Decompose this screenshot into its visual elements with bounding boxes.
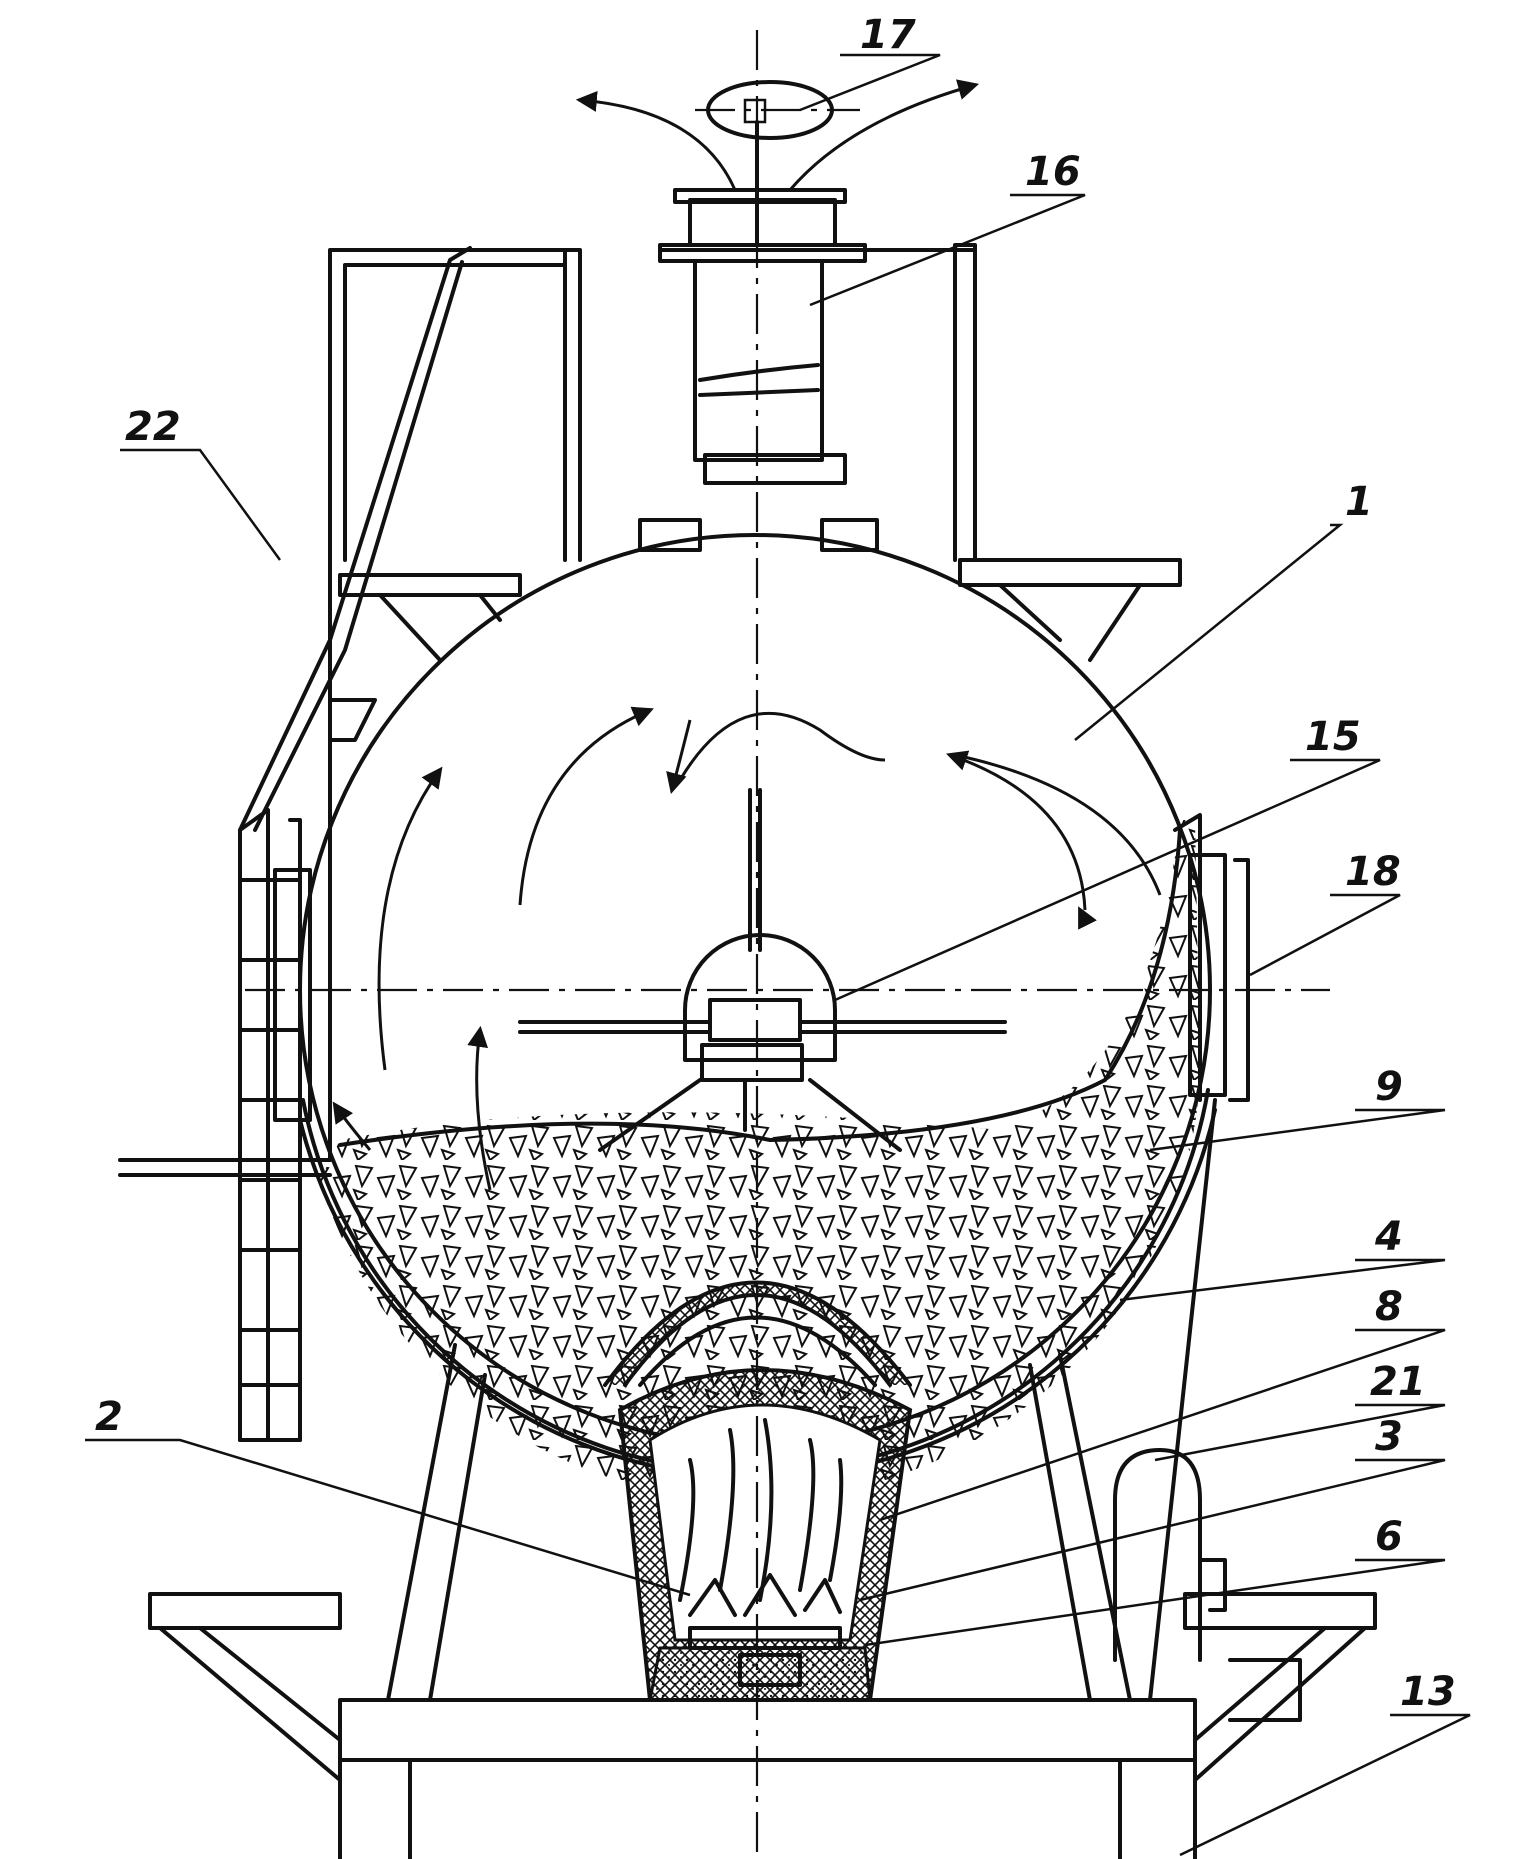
base-frame	[148, 1098, 1377, 1859]
axis-lines	[245, 30, 1330, 1859]
reference-labels: 17 16 22 1 15 18 9 4 8 21 3 6 13 2	[95, 12, 1456, 1715]
label-22: 22	[125, 404, 181, 450]
top-platform	[328, 243, 1182, 1162]
label-18: 18	[1345, 849, 1401, 895]
label-4: 4	[1374, 1214, 1403, 1260]
label-9: 9	[1375, 1064, 1403, 1110]
label-13: 13	[1400, 1669, 1456, 1715]
ladder	[118, 246, 472, 1442]
label-16: 16	[1025, 149, 1081, 195]
label-17: 17	[860, 12, 916, 58]
label-3: 3	[1375, 1414, 1403, 1460]
firebox	[617, 1368, 913, 1702]
label-2: 2	[95, 1394, 123, 1440]
chimney	[575, 79, 980, 552]
leader-lines	[85, 53, 1471, 1857]
gas-cylinder	[1113, 1448, 1227, 1662]
label-8: 8	[1375, 1284, 1403, 1330]
label-6: 6	[1375, 1514, 1403, 1560]
sphere-vessel	[273, 533, 1250, 1501]
label-21: 21	[1370, 1359, 1426, 1405]
label-15: 15	[1305, 714, 1361, 760]
label-1: 1	[1345, 479, 1373, 525]
